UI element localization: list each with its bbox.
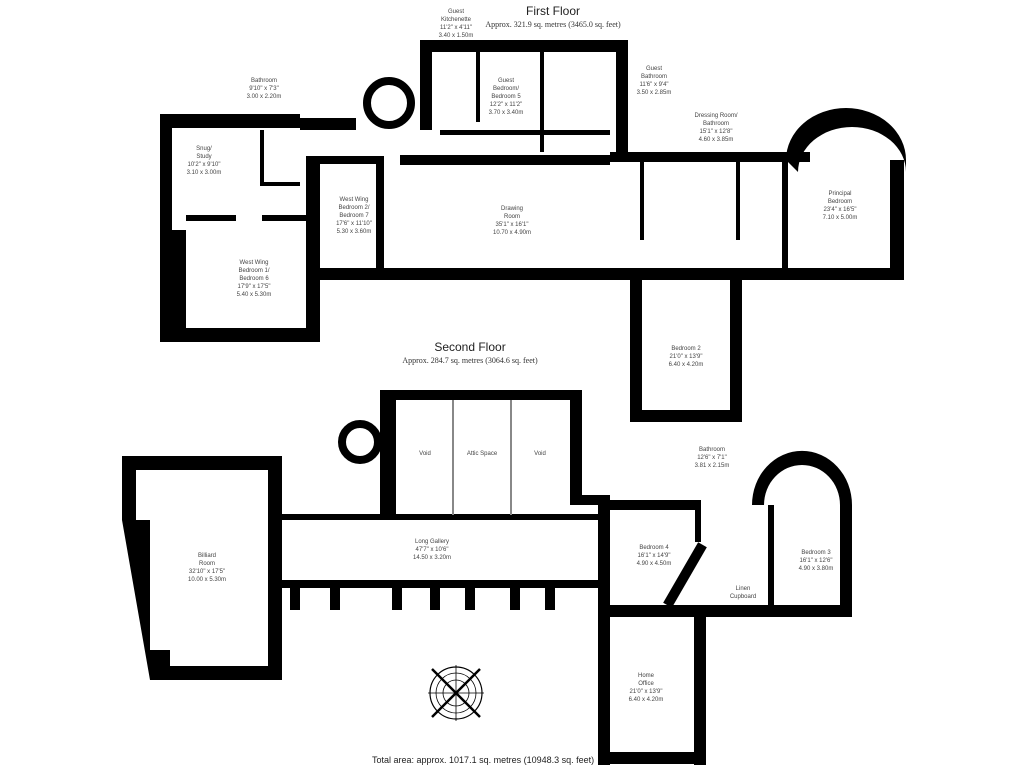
first-floor-title: First Floor (526, 4, 580, 18)
second-floor-area: Approx. 284.7 sq. metres (3064.6 sq. fee… (402, 356, 538, 365)
second-floor-walls (122, 390, 852, 765)
room-label-void-right: Void (534, 451, 546, 457)
first-floor-area: Approx. 321.9 sq. metres (3465.0 sq. fee… (485, 20, 621, 29)
first-floor-title-block: First Floor Approx. 321.9 sq. metres (34… (485, 4, 620, 29)
compass-rose-icon (428, 665, 484, 721)
first-floor-walls (160, 40, 906, 422)
room-label-attic-space: Attic Space (466, 451, 498, 457)
total-area: Total area: approx. 1017.1 sq. metres (1… (372, 755, 595, 765)
second-floor-title-block: Second Floor Approx. 284.7 sq. metres (3… (402, 340, 537, 365)
room-label-void-left: Void (419, 451, 431, 457)
second-floor-title: Second Floor (434, 340, 506, 354)
